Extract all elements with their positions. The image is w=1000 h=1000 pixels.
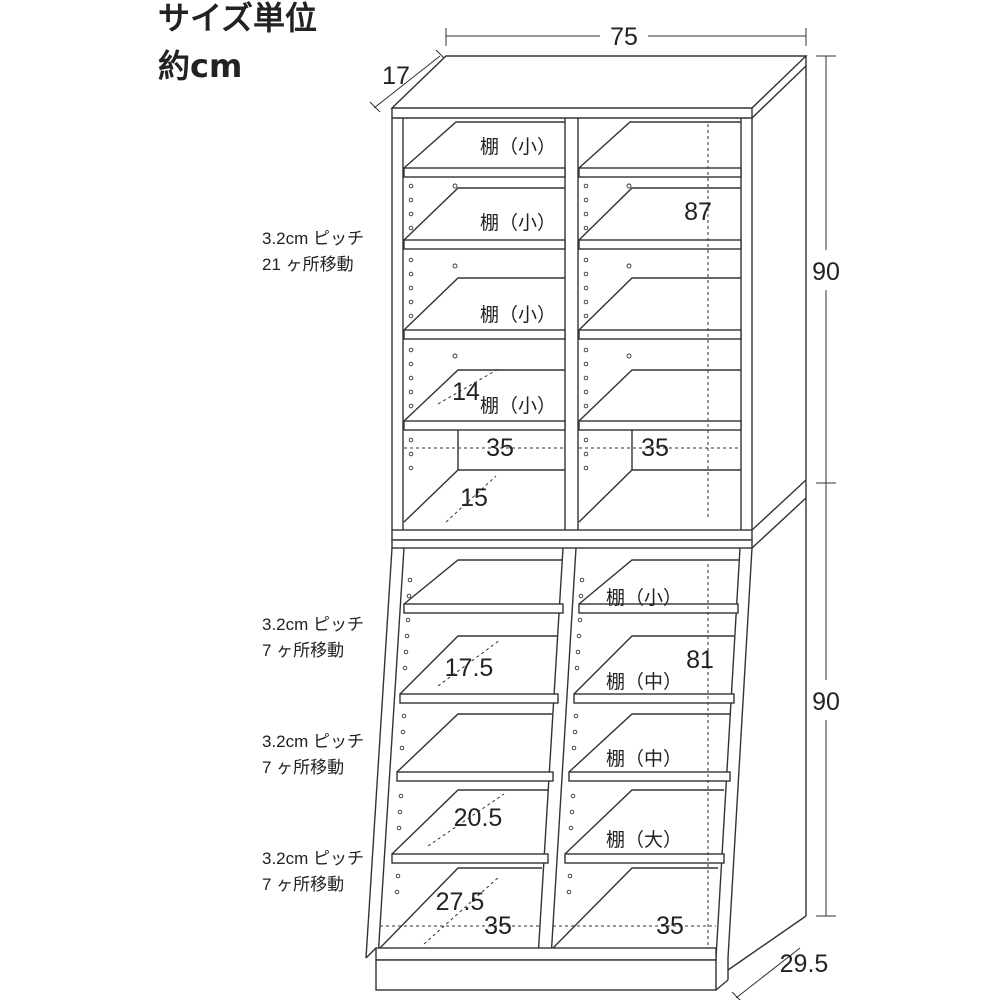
dashed-guides — [380, 124, 741, 946]
lower-depth-1-label: 17.5 — [445, 654, 494, 682]
lower-pitch-3-line2: 7 ヶ所移動 — [262, 875, 345, 894]
lower-pitch-1-line1: 3.2cm ピッチ — [262, 615, 365, 634]
top-depth-label: 17 — [382, 62, 410, 90]
lower-pitch-2-line2: 7 ヶ所移動 — [262, 758, 345, 777]
shelf-label-upper-2: 棚（小） — [480, 212, 556, 234]
upper-inner-height-label: 87 — [684, 198, 712, 226]
lower-inner-height-label: 81 — [686, 646, 714, 674]
bottom-depth-label: 29.5 — [780, 950, 829, 978]
lower-depth-2-label: 20.5 — [454, 804, 503, 832]
shelf-label-upper-4: 棚（小） — [480, 395, 556, 417]
shelf-label-lower-1: 棚（小） — [606, 587, 682, 609]
lower-pitch-note-1: 3.2cm ピッチ 7 ヶ所移動 — [262, 612, 364, 664]
upper-right-width-label: 35 — [641, 434, 669, 462]
shelf-label-upper-1: 棚（小） — [480, 136, 556, 158]
lower-left-width-label: 35 — [484, 912, 512, 940]
upper-bottom-depth-label: 15 — [460, 484, 488, 512]
lower-pitch-3-line1: 3.2cm ピッチ — [262, 849, 365, 868]
lower-shelves — [379, 559, 740, 949]
shelf-label-upper-3: 棚（小） — [480, 304, 556, 326]
width-label: 75 — [610, 23, 638, 51]
lower-pitch-1-line2: 7 ヶ所移動 — [262, 641, 345, 660]
unit-label: 約cm — [158, 47, 243, 85]
upper-pitch-note: 3.2cm ピッチ 21 ヶ所移動 — [262, 226, 364, 278]
upper-shelves — [403, 121, 742, 523]
upper-pitch-line2: 21 ヶ所移動 — [262, 255, 354, 274]
shelf-label-lower-3: 棚（中） — [606, 748, 682, 770]
lower-height-label: 90 — [812, 688, 840, 716]
page-title: サイズ単位 — [158, 0, 318, 37]
dimension-labels: 75 17 90 90 29.5 87 81 14 15 35 35 17.5 … — [382, 23, 840, 978]
shelf-label-lower-2: 棚（中） — [606, 671, 682, 693]
lower-depth-3-label: 27.5 — [436, 888, 485, 916]
cabinet-outline — [365, 55, 808, 991]
shelf-label-lower-4: 棚（大） — [606, 829, 682, 851]
lower-right-width-label: 35 — [656, 912, 684, 940]
dimension-lines — [369, 28, 836, 1000]
lower-pitch-note-2: 3.2cm ピッチ 7 ヶ所移動 — [262, 729, 364, 781]
lower-pitch-2-line1: 3.2cm ピッチ — [262, 732, 365, 751]
upper-height-label: 90 — [812, 258, 840, 286]
pitch-holes — [394, 183, 632, 895]
upper-shelf-depth-label: 14 — [452, 378, 480, 406]
shelf-labels: 棚（小） 棚（小） 棚（小） 棚（小） 棚（小） 棚（中） 棚（中） 棚（大） — [480, 136, 682, 851]
lower-pitch-note-3: 3.2cm ピッチ 7 ヶ所移動 — [262, 846, 364, 898]
upper-left-width-label: 35 — [486, 434, 514, 462]
upper-pitch-line1: 3.2cm ピッチ — [262, 229, 365, 248]
